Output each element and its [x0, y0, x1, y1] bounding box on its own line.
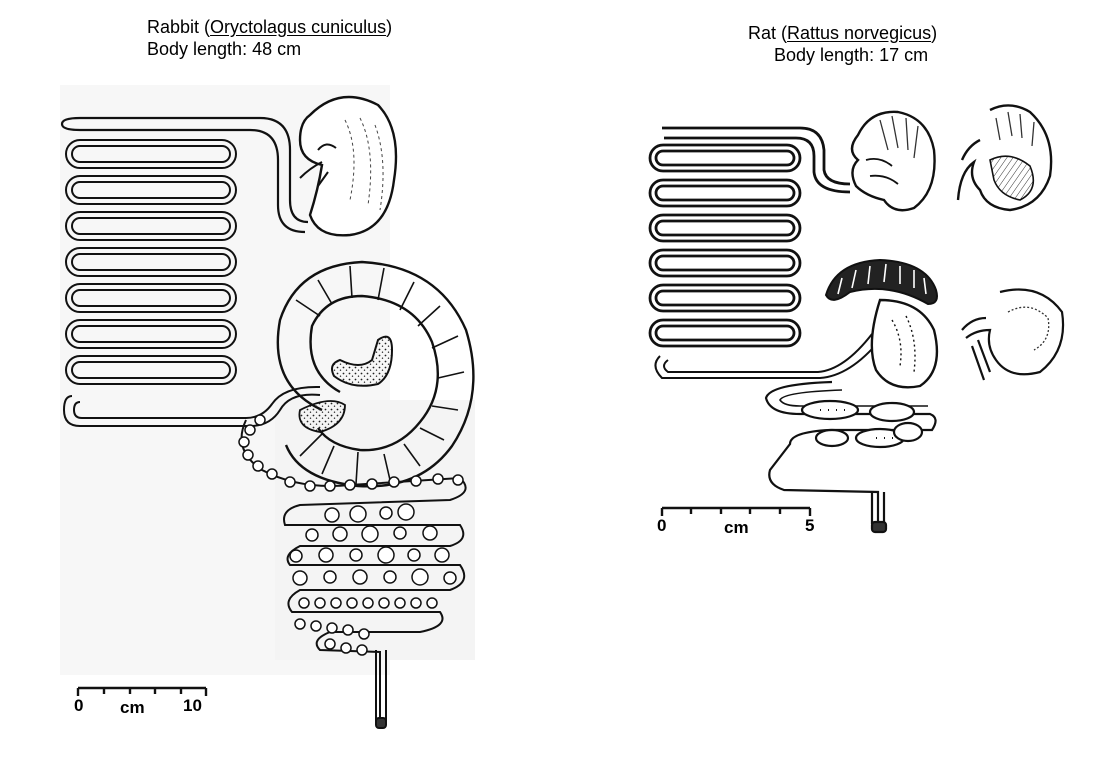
rabbit-colon: [238, 414, 467, 720]
rabbit-scale-start: 0: [74, 696, 84, 715]
rabbit-scientific-name: Oryctolagus cuniculus: [210, 17, 387, 37]
rat-scale-start: 0: [657, 516, 667, 535]
rabbit-title: Rabbit (Oryctolagus cuniculus): [147, 17, 393, 37]
rat-scale-end: 5: [805, 516, 815, 535]
rat-scale-bar: [660, 506, 812, 516]
rat-common-name: Rat: [748, 23, 777, 43]
rabbit-rectum: [375, 650, 387, 729]
rat-small-intestine: [648, 126, 881, 379]
rabbit-intestine-loops: [62, 139, 321, 427]
rabbit-scale-end: 10: [183, 696, 202, 715]
rat-stomach: [850, 110, 936, 212]
rat-body-length: Body length: 17 cm: [774, 45, 929, 65]
rat-stomach-detail: [956, 104, 1053, 212]
rat-title: Rat (Rattus norvegicus): [748, 23, 938, 43]
rabbit-caecum: [276, 260, 475, 488]
rabbit-common-name: Rabbit: [147, 17, 200, 37]
rat-scientific-name: Rattus norvegicus: [787, 23, 932, 43]
rat-colon: [764, 380, 937, 534]
rat-scale-unit: cm: [724, 518, 749, 537]
rabbit-scale-bar: [76, 686, 208, 696]
rabbit-scale-unit: cm: [120, 698, 145, 717]
rabbit-small-intestine: [60, 116, 309, 234]
rat-caecum: [824, 258, 939, 389]
rat-caecum-detail: [961, 288, 1065, 381]
rabbit-stomach: [298, 95, 398, 237]
rabbit-body-length: Body length: 48 cm: [147, 39, 302, 59]
